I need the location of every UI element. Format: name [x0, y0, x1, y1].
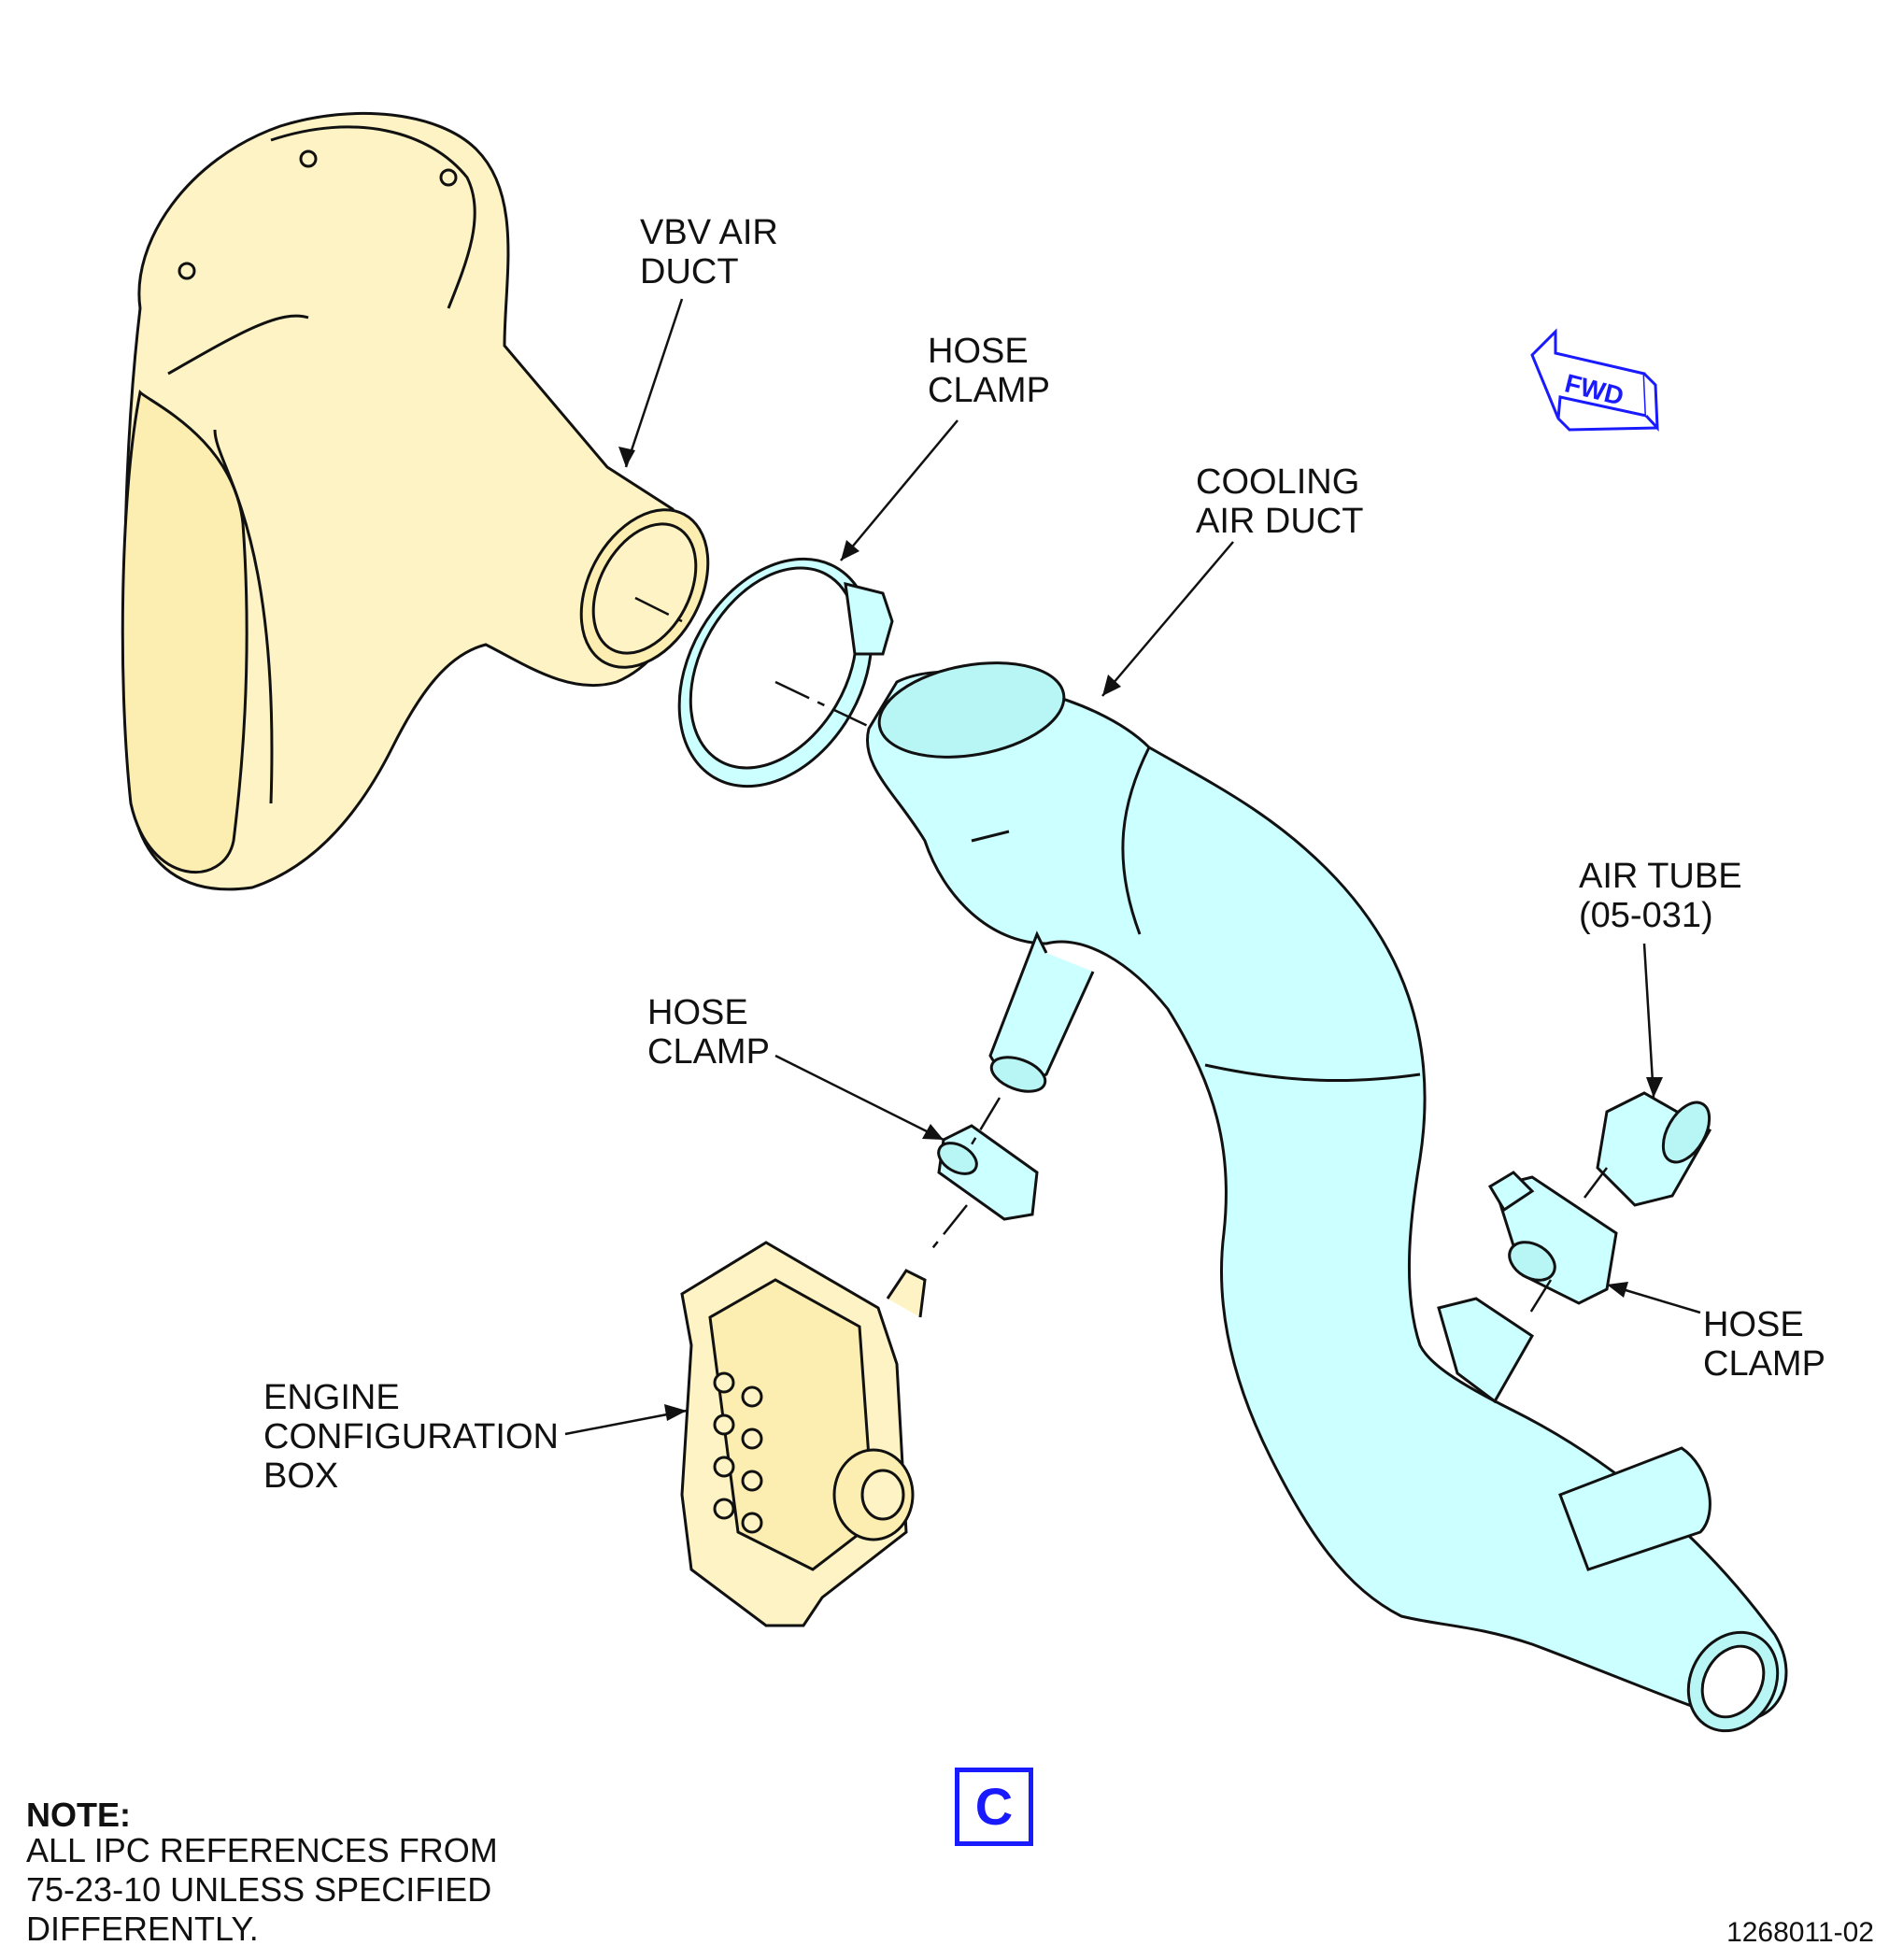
label-air-tube: AIR TUBE (05-031) — [1579, 857, 1742, 935]
center-lines — [634, 596, 1608, 1318]
view-label-c: C — [955, 1768, 1033, 1846]
fwd-arrow-icon: FWD — [1530, 328, 1659, 433]
leader-lines — [564, 298, 1701, 1436]
label-engine-configuration-box: ENGINE CONFIGURATION BOX — [263, 1378, 559, 1496]
label-hose-clamp-mid: HOSE CLAMP — [647, 993, 770, 1072]
label-hose-clamp-top: HOSE CLAMP — [928, 332, 1050, 410]
engine-configuration-box — [680, 1241, 927, 1627]
hose-clamp-right — [1487, 1171, 1618, 1305]
label-hose-clamp-right: HOSE CLAMP — [1703, 1305, 1825, 1384]
air-tube — [1596, 1091, 1712, 1207]
hose-clamp-top — [677, 557, 894, 788]
figure-number: 1268011-02 — [1726, 1917, 1874, 1948]
note-title: NOTE: — [26, 1796, 131, 1834]
hose-clamp-mid — [937, 1124, 1039, 1221]
cooling-air-duct — [866, 661, 1788, 1733]
label-vbv-air-duct: VBV AIR DUCT — [640, 213, 778, 291]
note-body: ALL IPC REFERENCES FROM 75-23-10 UNLESS … — [26, 1831, 498, 1948]
label-cooling-air-duct: COOLING AIR DUCT — [1196, 462, 1364, 541]
vbv-air-duct — [121, 111, 710, 891]
